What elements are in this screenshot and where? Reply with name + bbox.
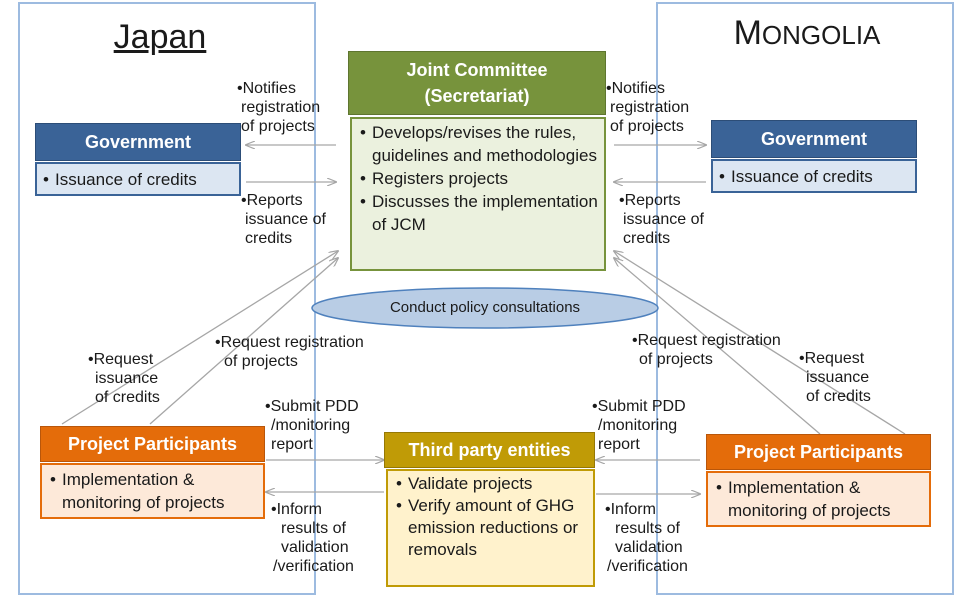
arrow-request-issuance-mongolia xyxy=(614,251,906,435)
third-party-body: Validate projects Verify amount of GHG e… xyxy=(386,469,595,587)
joint-committee-body: Develops/revises the rules, guidelines a… xyxy=(350,117,606,271)
japan-participants-item: Implementation & monitoring of projects xyxy=(50,468,257,514)
policy-consultations-ellipse xyxy=(311,287,659,329)
jc-item: Develops/revises the rules, guidelines a… xyxy=(360,121,598,167)
joint-committee-title: Joint Committee xyxy=(406,60,548,80)
jc-item: Registers projects xyxy=(360,167,598,190)
mongolia-participants-item: Implementation & monitoring of projects xyxy=(716,476,923,522)
third-party-header: Third party entities xyxy=(384,432,595,468)
mongolia-government-body: Issuance of credits xyxy=(711,159,917,193)
mongolia-frame xyxy=(656,2,954,595)
mongolia-participants-body: Implementation & monitoring of projects xyxy=(706,471,931,527)
arrow-request-registration-japan xyxy=(149,258,338,425)
japan-government-body: Issuance of credits xyxy=(35,162,241,196)
mongolia-title-initial: M xyxy=(733,14,762,52)
japan-frame xyxy=(18,2,316,595)
policy-consultations-label: Conduct policy consultations xyxy=(389,299,581,316)
third-party-item: Validate projects xyxy=(396,473,587,495)
joint-committee-header: Joint Committee (Secretariat) xyxy=(348,51,606,115)
japan-government-header: Government xyxy=(35,123,241,161)
japan-participants-body: Implementation & monitoring of projects xyxy=(40,463,265,519)
japan-title: Japan xyxy=(113,18,207,56)
joint-committee-subtitle: (Secretariat) xyxy=(424,86,530,106)
mongolia-participants-header: Project Participants xyxy=(706,434,931,470)
mongolia-title-rest: ONGOLIA xyxy=(761,20,881,50)
japan-government-item: Issuance of credits xyxy=(43,168,233,191)
mongolia-government-item: Issuance of credits xyxy=(719,165,909,188)
arrow-request-issuance-japan xyxy=(61,251,338,425)
arrow-request-registration-mongolia xyxy=(614,258,821,435)
mongolia-title: MONGOLIA xyxy=(722,14,892,53)
japan-participants-header: Project Participants xyxy=(40,426,265,462)
mongolia-government-header: Government xyxy=(711,120,917,158)
jc-item: Discusses the implementation of JCM xyxy=(360,190,598,236)
third-party-item: Verify amount of GHG emission reductions… xyxy=(396,495,587,561)
